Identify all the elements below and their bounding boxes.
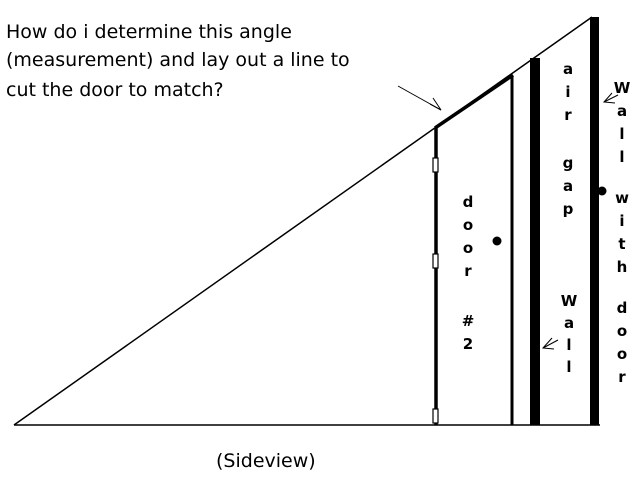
air-gap-label-char-1: i — [565, 83, 570, 101]
sideview-caption: (Sideview) — [216, 450, 316, 472]
door-2-label: door#2 — [462, 193, 475, 353]
air-gap-label-char-3: g — [563, 154, 574, 172]
question-line-3: cut the door to match? — [6, 79, 224, 101]
wall-with-door-label-char-6: t — [618, 235, 625, 253]
hinge-middle — [432, 253, 439, 269]
wall-door-knob — [597, 186, 607, 196]
door-knob — [492, 236, 502, 246]
hinge-bottom — [432, 408, 439, 424]
door-2-label-char-4: # — [462, 312, 475, 330]
door-2-label-char-0: d — [463, 193, 474, 211]
door-top-angled-edge — [434, 73, 514, 130]
door-2-label-char-5: 2 — [463, 335, 473, 353]
wall-with-door-label-char-1: a — [617, 102, 627, 120]
air-gap-label-char-0: a — [563, 60, 573, 78]
wall-with-door-label-char-11: r — [618, 368, 626, 386]
air-gap-label-char-5: p — [563, 200, 574, 218]
wall-label-char-1: a — [564, 314, 574, 332]
wall-label-char-3: l — [566, 358, 571, 376]
wall-label-char-2: l — [566, 336, 571, 354]
door-2-label-char-3: r — [464, 262, 472, 280]
wall-with-door-label-char-4: w — [615, 189, 629, 207]
wall-pointer-arrow — [541, 337, 559, 350]
wall-with-door-label-char-7: h — [617, 258, 628, 276]
wall-with-door-label-char-9: o — [617, 322, 627, 340]
wall-with-door-label-char-0: W — [614, 79, 631, 97]
question-line-2: (measurement) and lay out a line to — [6, 49, 350, 71]
hinge-top — [432, 157, 439, 173]
wall-with-door-label-char-2: l — [619, 125, 624, 143]
door-2-label-char-1: o — [463, 216, 473, 234]
wall-label-char-0: W — [561, 292, 578, 310]
air-gap-label-char-4: a — [563, 177, 573, 195]
wall-with-door-pointer-arrow — [602, 92, 619, 104]
wall-with-door-label-char-10: o — [617, 345, 627, 363]
middle-wall — [530, 58, 540, 425]
question-line-1: How do i determine this angle — [6, 21, 292, 43]
door-2-label-char-2: o — [463, 239, 473, 257]
wall-with-door-label-char-8: d — [617, 299, 628, 317]
right-wall-with-door — [590, 17, 599, 425]
air-gap-label-char-2: r — [564, 106, 572, 124]
question-pointer-arrow — [397, 85, 442, 111]
wall-with-door-label-char-3: l — [619, 148, 624, 166]
wall-with-door-label-char-5: i — [619, 212, 624, 230]
